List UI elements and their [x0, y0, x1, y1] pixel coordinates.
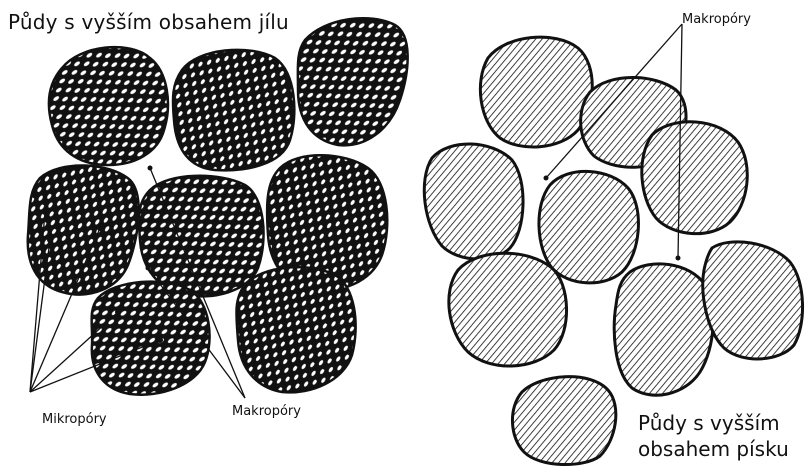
sand-grain [480, 37, 592, 147]
clay-aggregate [298, 18, 408, 145]
macropore-marker [676, 256, 681, 261]
micropore-marker [97, 225, 103, 231]
sand-title-line-2: obsahem písku [638, 436, 789, 462]
macropore-marker [146, 266, 151, 271]
sand-grain [703, 242, 803, 359]
micropore-marker [157, 337, 163, 343]
macropore-marker [544, 176, 549, 181]
sand-grain [614, 264, 713, 395]
sand-grain [512, 377, 615, 465]
sand-grain [642, 122, 747, 234]
clay-aggregate [173, 50, 294, 170]
clay-aggregate [28, 165, 139, 294]
micropore-marker [115, 309, 121, 315]
clay-aggregate [49, 47, 168, 165]
macropore-marker [148, 166, 153, 171]
sand-grain [424, 144, 523, 259]
sand-soil-title: Půdy s vyšším obsahem písku [638, 410, 789, 462]
sand-title-line-1: Půdy s vyšším [638, 410, 789, 436]
clay-aggregate [92, 282, 210, 395]
clay-macropores-label: Makropóry [232, 404, 301, 419]
clay-aggregate [236, 267, 355, 392]
micropores-label: Mikropóry [42, 412, 107, 427]
sand-macropores-label: Makropóry [682, 12, 751, 27]
clay-aggregate [139, 176, 264, 297]
sand-grain [539, 171, 638, 282]
micropore-marker [42, 209, 48, 215]
sand-grain [449, 253, 567, 366]
micropore-marker [47, 237, 53, 243]
clay-soil-title: Půdy s vyšším obsahem jílu [8, 10, 289, 34]
clay-aggregates [28, 18, 408, 395]
